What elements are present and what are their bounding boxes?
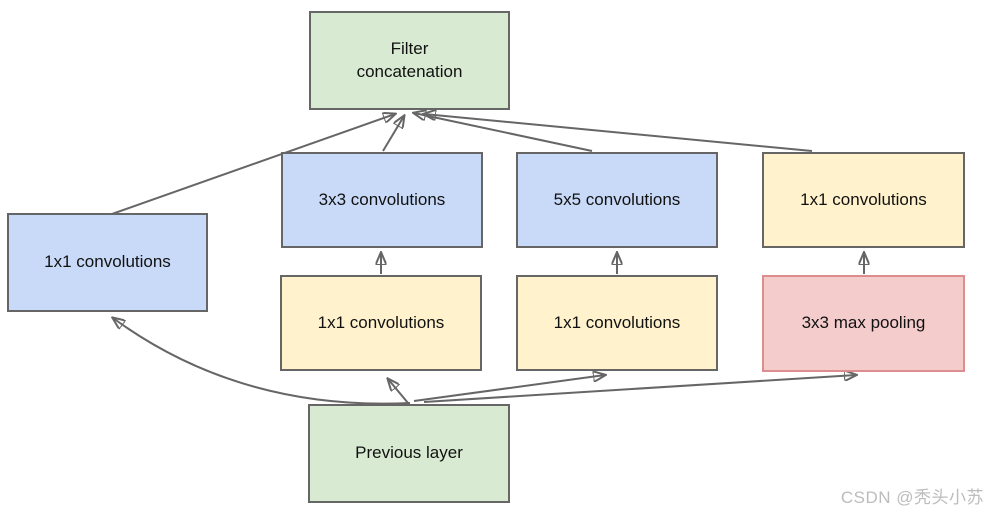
edge-5x5-to-concat — [414, 113, 593, 152]
node-label: Filter concatenation — [356, 38, 463, 81]
edge-prev-to-maxpool — [423, 375, 856, 403]
node-3x3-convolutions: 3x3 convolutions — [281, 152, 483, 248]
node-1x1-convolutions-mid-right: 1x1 convolutions — [516, 275, 718, 371]
edge-prev-to-1x1-left — [113, 318, 411, 405]
edge-1x1-right-to-concat — [424, 114, 813, 152]
node-label: 1x1 convolutions — [800, 189, 927, 209]
edge-1x1-left-to-concat — [111, 114, 395, 215]
node-label: 1x1 convolutions — [317, 312, 445, 332]
node-label: 5x5 convolutions — [553, 189, 681, 209]
node-previous-layer: Previous layer — [308, 404, 510, 503]
node-3x3-max-pooling: 3x3 max pooling — [762, 275, 965, 372]
node-label: 3x3 convolutions — [318, 189, 446, 209]
edge-prev-to-1x1-midleft — [388, 379, 409, 404]
node-1x1-convolutions-mid-left: 1x1 convolutions — [280, 275, 482, 371]
node-label: 3x3 max pooling — [801, 313, 926, 333]
node-label: 1x1 convolutions — [44, 252, 171, 272]
edge-prev-to-1x1-midright — [413, 375, 605, 402]
node-filter-concatenation: Filter concatenation — [309, 11, 510, 110]
node-label: Previous layer — [355, 443, 463, 463]
node-label: 1x1 convolutions — [553, 312, 681, 332]
node-1x1-convolutions-right: 1x1 convolutions — [762, 152, 965, 248]
edge-3x3-to-concat — [382, 116, 404, 152]
node-1x1-convolutions-left: 1x1 convolutions — [7, 213, 208, 312]
node-5x5-convolutions: 5x5 convolutions — [516, 152, 718, 248]
watermark: CSDN @秃头小苏 — [840, 488, 984, 507]
